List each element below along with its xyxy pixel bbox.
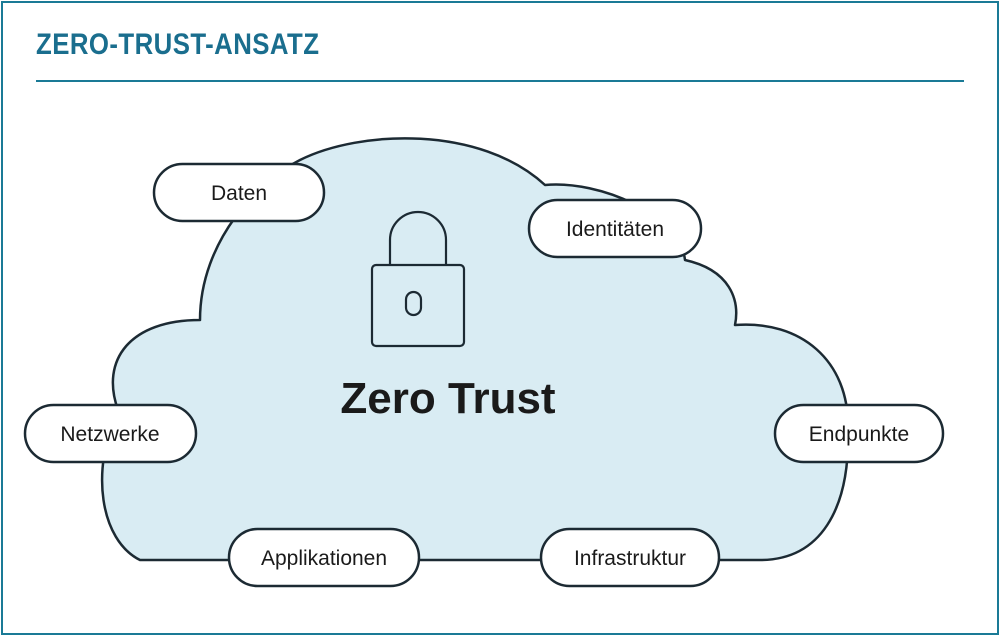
node-daten: Daten [152, 162, 326, 223]
node-infrastruktur: Infrastruktur [539, 527, 721, 588]
node-netzwerke-label: Netzwerke [60, 423, 159, 446]
figure-title: ZERO-TRUST-ANSATZ [36, 28, 320, 61]
center-label: Zero Trust [340, 374, 555, 423]
node-applikationen: Applikationen [227, 527, 421, 588]
node-daten-label: Daten [211, 182, 267, 205]
node-endpunkte-label: Endpunkte [809, 423, 909, 446]
lock-icon [370, 210, 466, 348]
node-applikationen-label: Applikationen [261, 547, 387, 570]
node-netzwerke: Netzwerke [23, 403, 198, 464]
title-divider [36, 80, 964, 82]
node-identitaeten: Identitäten [527, 198, 703, 259]
node-identitaeten-label: Identitäten [566, 218, 664, 241]
node-endpunkte: Endpunkte [773, 403, 945, 464]
node-infrastruktur-label: Infrastruktur [574, 547, 686, 570]
